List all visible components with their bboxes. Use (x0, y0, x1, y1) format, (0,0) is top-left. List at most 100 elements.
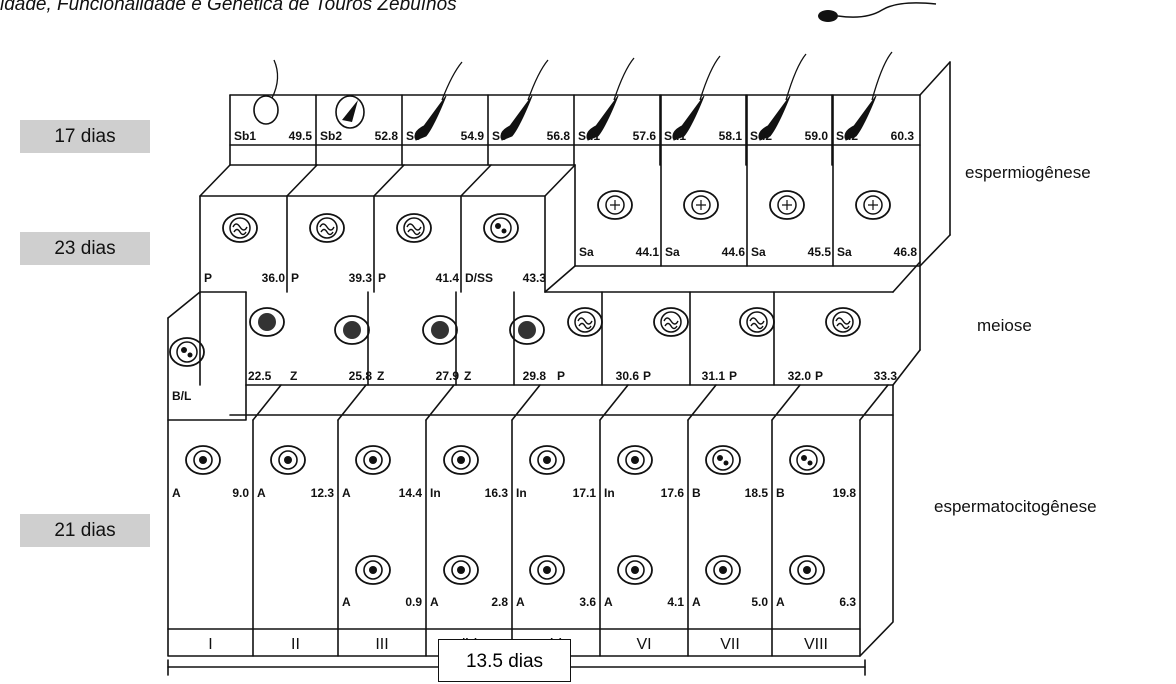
pachytene-day: 43.3 (523, 271, 547, 285)
flagellum (613, 57, 635, 101)
zygotene-code: Z (464, 369, 471, 383)
leptotene-code: B/L (172, 389, 191, 403)
spermatid-code: Sb1 (234, 129, 256, 143)
spermatogonium-day: 4.1 (667, 595, 684, 609)
cell-nucleus (777, 195, 797, 215)
cell-nucleus (229, 217, 251, 239)
stage-numeral: I (208, 636, 212, 653)
pachytene-code: P (291, 271, 299, 285)
phase-label-spermiogenesis: espermiogênese (965, 163, 1091, 182)
flagellum (441, 61, 463, 101)
spermatogonium-cell (355, 555, 391, 585)
cell-membrane (825, 307, 861, 337)
spermatogonium-day: 0.9 (405, 595, 422, 609)
depth-edge (337, 384, 367, 421)
depth-edge (252, 384, 282, 421)
depth-edge (687, 384, 717, 421)
chromatin-blot (801, 455, 807, 461)
spermatogonium-code: B (692, 486, 701, 500)
pachytene-cell (739, 307, 775, 337)
chromatin-blot (187, 352, 193, 358)
cell-nucleus (691, 195, 711, 215)
spermatogonium-cell (529, 555, 565, 585)
cell-membrane (529, 555, 565, 585)
meiosis-pachytene-code: P (643, 369, 651, 383)
chromatin-blot (807, 460, 813, 466)
cell-membrane (185, 445, 221, 475)
chromatin-blot (501, 228, 507, 234)
zygotene-code: Z (290, 369, 297, 383)
spermatid-code: Sd1 (664, 129, 686, 143)
pachytene-cell (396, 213, 432, 243)
spermatid-late (758, 53, 807, 141)
elongated-head (844, 95, 877, 141)
spermatogonium-day: 19.8 (833, 486, 857, 500)
spermatogonium-day: 5.0 (751, 595, 768, 609)
round-spermatid-day: 45.5 (808, 245, 832, 259)
nucleolus (199, 456, 207, 464)
spermatogonium-code: In (516, 486, 527, 500)
meiosis-pachytene-day: 31.1 (702, 369, 726, 383)
flagellum (271, 59, 279, 99)
spermatid-late (586, 57, 635, 141)
spermatid-code: Sd2 (836, 129, 858, 143)
cell-nucleus (832, 311, 854, 333)
spermatogonia-depth (859, 384, 894, 657)
spermatogonium-day: 14.4 (399, 486, 423, 500)
chromatin (749, 317, 765, 330)
cell-nucleus (797, 560, 817, 580)
cell-membrane (483, 213, 519, 243)
cell-membrane (789, 445, 825, 475)
pachytene-day: 36.0 (262, 271, 286, 285)
spermatid-day: 60.3 (891, 129, 915, 143)
cell-nucleus (796, 449, 818, 471)
flagellum (871, 51, 893, 101)
flagellum (785, 53, 807, 101)
pachytene-code: D/SS (465, 271, 493, 285)
cell-nucleus (605, 195, 625, 215)
cell-membrane (739, 307, 775, 337)
spermatogonium-day: 17.1 (573, 486, 597, 500)
chromatin (232, 223, 248, 236)
cell-nucleus (431, 321, 449, 339)
zygotene-cell (249, 307, 285, 337)
pachytene-code: P (378, 271, 386, 285)
spermatogonium-code: A (516, 595, 525, 609)
depth-edge (425, 384, 455, 421)
spermatogonium-code: A (172, 486, 181, 500)
late-spermatid-depth (919, 61, 951, 96)
free-sperm-tail (837, 2, 937, 18)
diplotene-cell (483, 213, 519, 243)
nucleolus (457, 456, 465, 464)
pachytene-day: 39.3 (349, 271, 373, 285)
round-spermatid-day: 44.1 (636, 245, 660, 259)
chromatin-blot (717, 455, 723, 461)
spermatid-late (414, 61, 463, 141)
pachytene-block (199, 195, 546, 293)
stage-numeral: VI (636, 636, 651, 653)
spermatid-sb1 (253, 59, 279, 125)
pachytene-depth-divider (286, 164, 318, 197)
cell-membrane (249, 307, 285, 337)
zygotene-day: 29.8 (523, 369, 547, 383)
spermatogonium-cell (355, 445, 391, 475)
depth-edge (599, 384, 629, 421)
round-spermatid-day: 46.8 (894, 245, 918, 259)
cell-nucleus (403, 217, 425, 239)
cell-membrane (334, 315, 370, 345)
speckle (610, 200, 620, 210)
depth-edge (771, 384, 801, 421)
pachytene-depth (199, 164, 231, 197)
nucleolus (631, 566, 639, 574)
spermatogonium-cell (529, 445, 565, 475)
cell-nucleus (660, 311, 682, 333)
speckle (696, 200, 706, 210)
spermatogonium-cell (443, 555, 479, 585)
round-spermatid-step (544, 265, 576, 293)
round-spermatid-code: Sa (837, 245, 852, 259)
spermatid-sb2 (335, 95, 365, 129)
cell-membrane (509, 315, 545, 345)
cell-membrane (705, 445, 741, 475)
pachytene-cell (567, 307, 603, 337)
cell-nucleus (193, 450, 213, 470)
